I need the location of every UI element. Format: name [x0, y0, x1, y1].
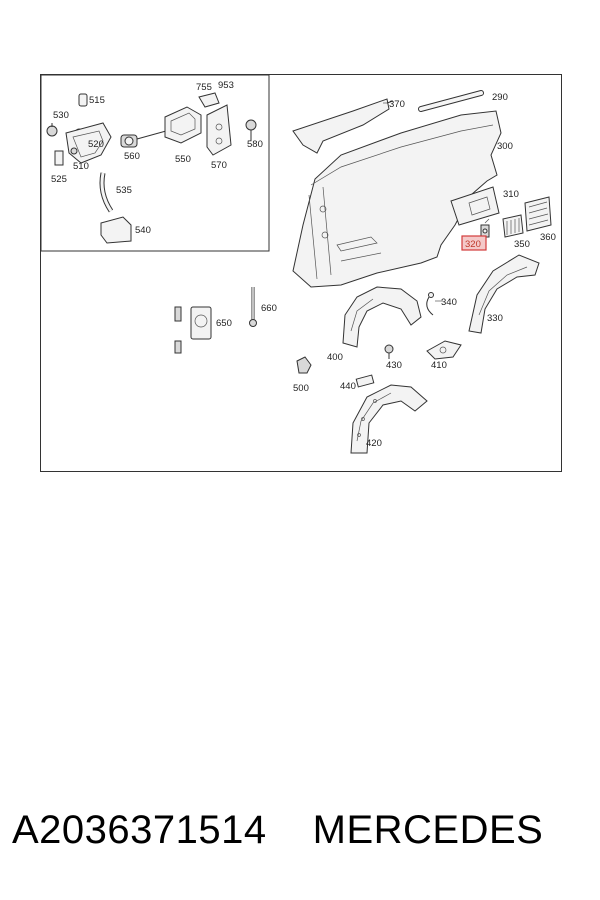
part-755-sensor	[198, 92, 220, 108]
part-535-hose	[99, 172, 114, 213]
callout-510[interactable]: 510	[73, 161, 89, 172]
part-515-cap	[78, 93, 88, 107]
callout-400[interactable]: 400	[327, 352, 343, 363]
callout-540[interactable]: 540	[135, 225, 151, 236]
callout-570[interactable]: 570	[211, 160, 227, 171]
part-420-fender-liner	[350, 384, 428, 454]
callout-535[interactable]: 535	[116, 185, 132, 196]
callout-550[interactable]: 550	[175, 154, 191, 165]
part-650-fastener-set	[174, 306, 212, 354]
part-310-fuel-door-panel	[450, 186, 500, 226]
part-320-clip	[480, 224, 490, 238]
callout-300[interactable]: 300	[497, 141, 513, 152]
part-525-hinge	[54, 150, 64, 166]
leader-lines	[383, 102, 490, 302]
callout-340[interactable]: 340	[441, 297, 457, 308]
callout-410[interactable]: 410	[431, 360, 447, 371]
part-580-screw	[245, 119, 257, 141]
brand-name: MERCEDES	[312, 807, 544, 852]
callout-360[interactable]: 360	[540, 232, 556, 243]
callout-310[interactable]: 310	[503, 189, 519, 200]
part-540-housing	[100, 216, 132, 244]
part-440-pad	[355, 374, 375, 388]
part-430-bolt	[384, 344, 394, 359]
callout-290[interactable]: 290	[492, 92, 508, 103]
part-300-quarter-panel	[292, 110, 502, 288]
part-330-wheel-liner	[468, 254, 540, 334]
callout-650[interactable]: 650	[216, 318, 232, 329]
callout-580[interactable]: 580	[247, 139, 263, 150]
part-360-vent	[524, 196, 552, 232]
part-570-bracket	[206, 104, 232, 156]
callout-430[interactable]: 430	[386, 360, 402, 371]
part-340-clip	[426, 292, 434, 316]
inset-panel	[41, 75, 270, 252]
part-660-stud	[249, 287, 257, 327]
callout-953[interactable]: 953	[218, 80, 234, 91]
part-350-grille	[502, 214, 524, 238]
callout-560[interactable]: 560	[124, 151, 140, 162]
callout-660[interactable]: 660	[261, 303, 277, 314]
callout-320-highlight[interactable]: 320	[461, 235, 487, 251]
part-560-actuator	[120, 130, 167, 148]
exploded-parts-diagram: 515 530 520 755 953 560 550 570 580 510 …	[41, 75, 556, 454]
callout-320[interactable]: 320	[465, 239, 481, 250]
callout-370[interactable]: 370	[389, 99, 405, 110]
part-550-lock	[164, 106, 202, 144]
footer-caption: A2036371514 MERCEDES	[12, 800, 592, 860]
callout-755[interactable]: 755	[196, 82, 212, 93]
callout-515[interactable]: 515	[89, 95, 105, 106]
part-530-bolt	[46, 123, 58, 137]
callout-440[interactable]: 440	[340, 381, 356, 392]
callout-330[interactable]: 330	[487, 313, 503, 324]
part-290-seal-rod	[418, 90, 484, 112]
callout-350[interactable]: 350	[514, 239, 530, 250]
part-370-brace	[292, 98, 394, 154]
part-number: A2036371514	[12, 807, 267, 852]
callout-525[interactable]: 525	[51, 174, 67, 185]
part-400-inner-liner	[342, 286, 422, 348]
part-500-grommet	[296, 356, 312, 374]
part-510-fuel-flap	[65, 122, 112, 164]
callout-530[interactable]: 530	[53, 110, 69, 121]
parts-diagram-frame: 515 530 520 755 953 560 550 570 580 510 …	[40, 74, 562, 472]
part-410-bracket	[426, 340, 462, 360]
callout-520[interactable]: 520	[88, 139, 104, 150]
callout-500[interactable]: 500	[293, 383, 309, 394]
callout-420[interactable]: 420	[366, 438, 382, 449]
